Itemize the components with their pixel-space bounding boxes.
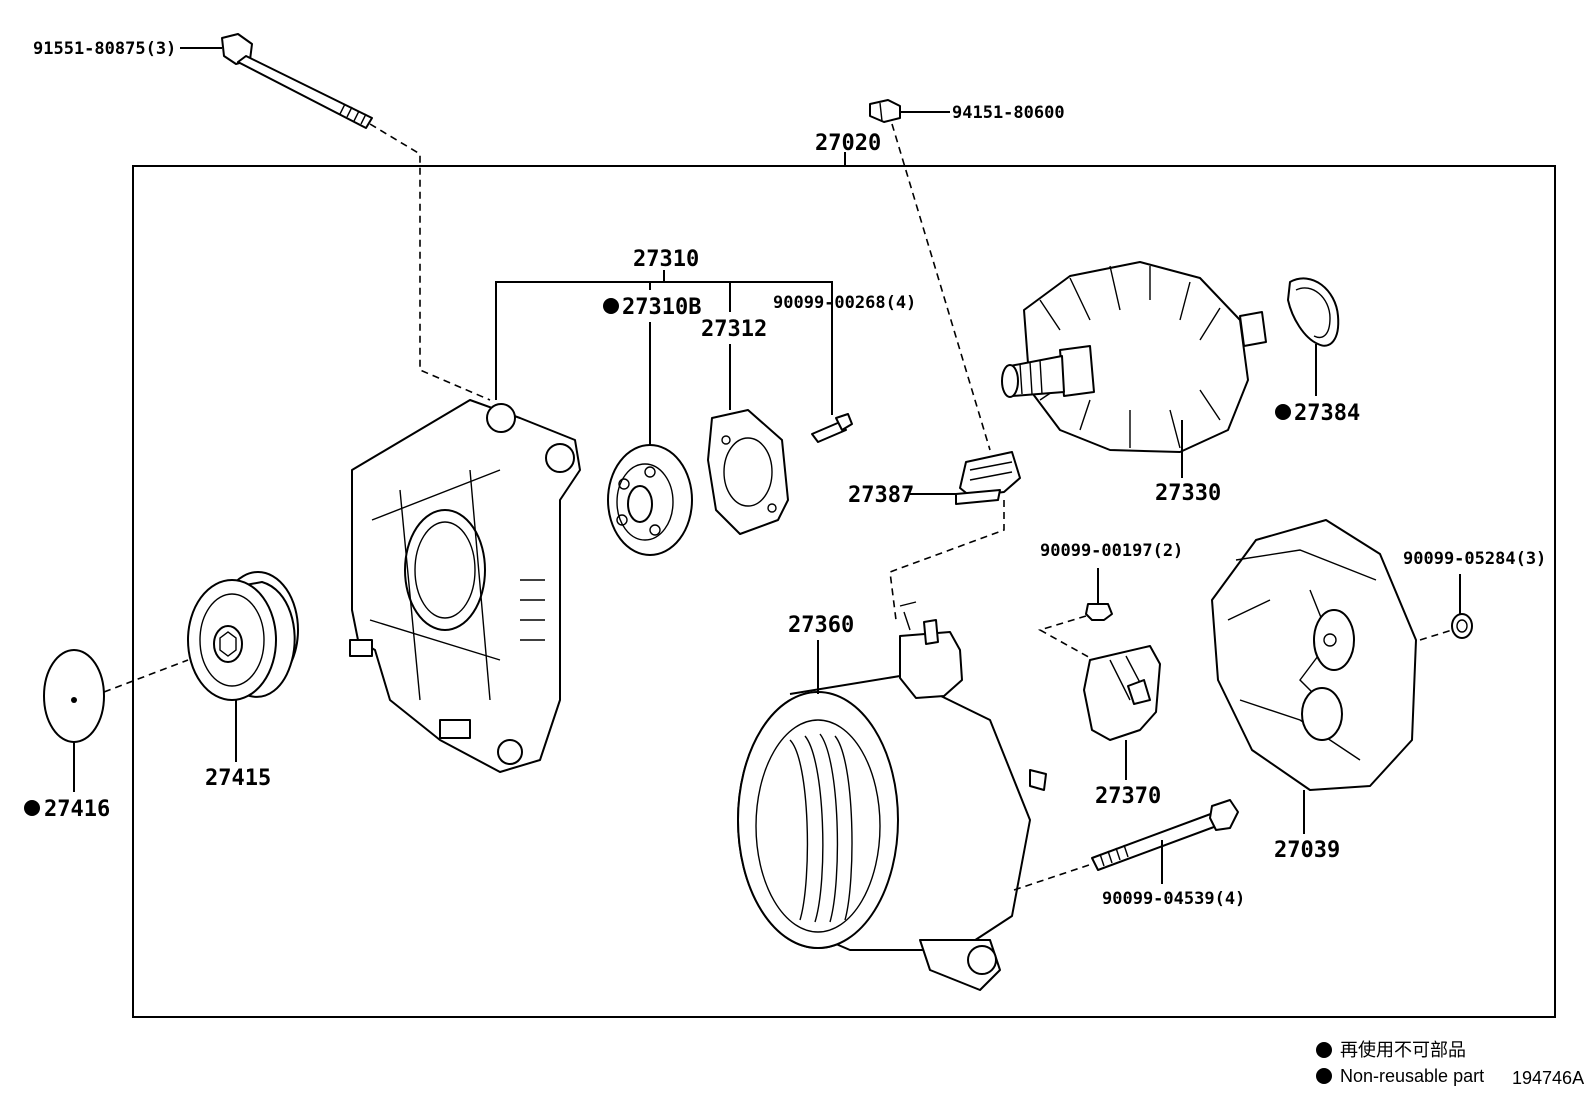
label-27020: 27020: [815, 131, 881, 156]
label-27310B: 27310B: [622, 295, 701, 320]
rear-cover-27039: [1211, 519, 1417, 791]
label-27330: 27330: [1155, 481, 1221, 506]
screw-90099-00197: [1085, 568, 1113, 621]
label-27384: 27384: [1294, 401, 1360, 426]
non-reusable-dot-27416: [24, 800, 40, 816]
label-90099-00268: 90099-00268(4): [773, 293, 916, 313]
label-90099-04539: 90099-04539(4): [1102, 889, 1245, 909]
label-27310: 27310: [633, 247, 699, 272]
nut-90099-05284: [1451, 613, 1473, 639]
bearing-27310B: [607, 444, 693, 556]
screw-90099-00268: [811, 413, 853, 443]
long-bolt-91551: [221, 33, 373, 129]
legend-text-jp: 再使用不可部品: [1340, 1040, 1466, 1060]
brush-holder-27370: [1083, 645, 1161, 741]
label-94151-80600: 94151-80600: [952, 103, 1065, 123]
insulator-27387: [955, 451, 1021, 505]
legend-text-en: Non-reusable part: [1340, 1066, 1484, 1086]
label-90099-05284: 90099-05284(3): [1403, 549, 1546, 569]
rotor-27330: [1001, 261, 1267, 453]
pulley-27415: [187, 571, 299, 701]
label-27387: 27387: [848, 483, 914, 508]
label-27370: 27370: [1095, 784, 1161, 809]
through-bolt-90099-04539: [1091, 799, 1239, 871]
seal-27384: [1287, 277, 1340, 347]
legend-dot-en: [1316, 1068, 1332, 1084]
label-27416: 27416: [44, 797, 110, 822]
label-91551-80875: 91551-80875(3): [33, 39, 176, 59]
label-90099-00197: 90099-00197(2): [1040, 541, 1183, 561]
drive-end-frame: [349, 399, 581, 773]
diagram-id: 194746A: [1512, 1068, 1584, 1088]
label-27312: 27312: [701, 317, 767, 342]
stator-27360: [737, 601, 1047, 991]
retainer-plate-27312: [707, 409, 789, 535]
legend-dot-jp: [1316, 1042, 1332, 1058]
non-reusable-dot-27310B: [603, 298, 619, 314]
pulley-cap-27416: [43, 649, 105, 743]
non-reusable-dot-27384: [1275, 404, 1291, 420]
label-27415: 27415: [205, 766, 271, 791]
nut-94151: [869, 99, 901, 123]
label-27360: 27360: [788, 613, 854, 638]
label-27039: 27039: [1274, 838, 1340, 863]
